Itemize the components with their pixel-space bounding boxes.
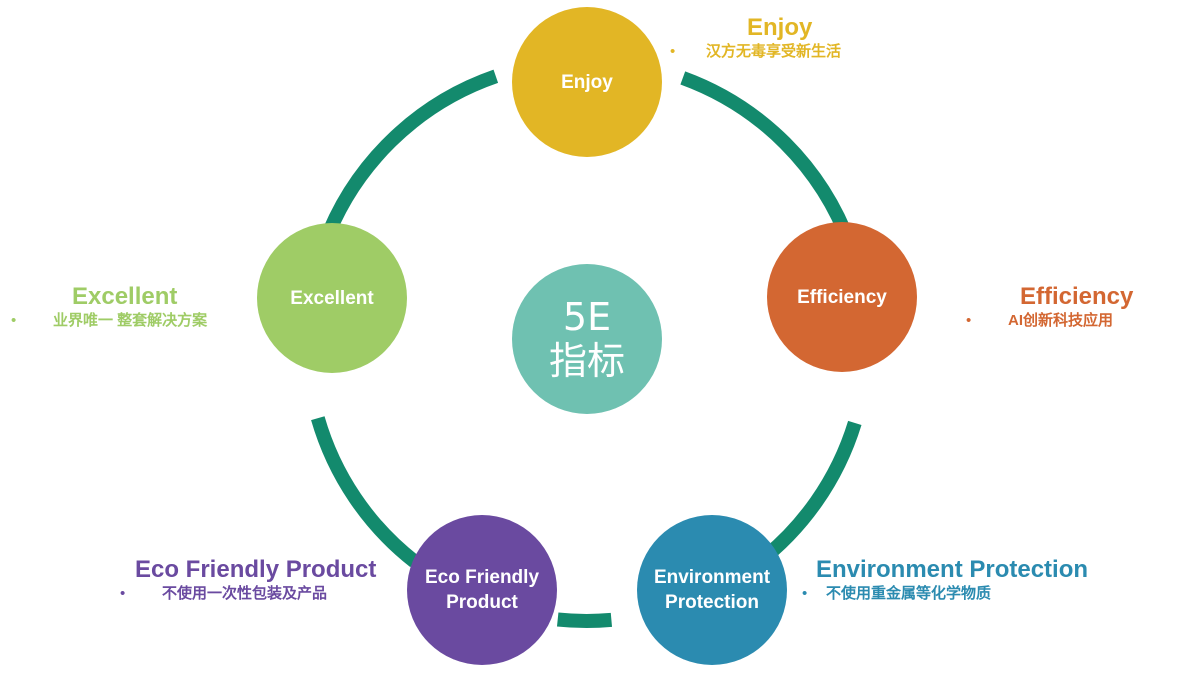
node-environment-line1: Environment [653, 567, 771, 588]
node-environment-protection: Environment Protection [637, 515, 787, 665]
ring-arc-4 [311, 416, 419, 568]
bullet-dot: • [670, 43, 676, 60]
label-eco-title: Eco Friendly Product [135, 556, 377, 583]
bullet-dot: • [966, 312, 972, 329]
node-efficiency-label: Efficiency [797, 286, 887, 308]
node-excellent-label: Excellent [290, 287, 374, 309]
ring-arc-3 [556, 612, 613, 628]
node-eco-line2: Product [446, 592, 518, 613]
bullet-dot: • [802, 585, 808, 602]
label-environment-title: Environment Protection [816, 556, 1089, 583]
label-efficiency-title: Efficiency [1020, 283, 1134, 310]
label-enjoy-desc-row: • 汉方无毒享受新生活 [670, 42, 841, 62]
node-enjoy: Enjoy [512, 7, 662, 157]
label-efficiency-desc-row: • AI创新科技应用 [966, 311, 1133, 331]
label-environment-protection: Environment Protection • 不使用重金属等化学物质 [802, 556, 1088, 604]
center-line2: 指标 [548, 339, 625, 383]
node-eco-line1: Eco Friendly [424, 567, 540, 588]
node-efficiency: Efficiency [767, 222, 917, 372]
bullet-dot: • [11, 312, 17, 329]
label-eco-desc-row: • 不使用一次性包装及产品 [120, 584, 376, 604]
label-enjoy-desc: 汉方无毒享受新生活 [706, 43, 842, 60]
label-eco-friendly-product: Eco Friendly Product • 不使用一次性包装及产品 [120, 556, 376, 604]
center-node-5e: 5E 指标 [512, 264, 662, 414]
center-line1: 5E [562, 295, 612, 339]
bullet-dot: • [120, 585, 126, 602]
node-eco-friendly-product: Eco Friendly Product [407, 515, 557, 665]
label-enjoy-title: Enjoy [747, 14, 813, 41]
node-excellent: Excellent [257, 223, 407, 373]
label-efficiency: Efficiency • AI创新科技应用 [966, 283, 1133, 331]
label-excellent: Excellent • 业界唯一 整套解决方案 [11, 283, 207, 331]
label-eco-desc: 不使用一次性包装及产品 [162, 585, 328, 602]
label-environment-desc: 不使用重金属等化学物质 [826, 585, 992, 602]
node-enjoy-label: Enjoy [561, 71, 613, 93]
label-efficiency-desc: AI创新科技应用 [1008, 312, 1114, 329]
label-excellent-desc: 业界唯一 整套解决方案 [53, 312, 208, 329]
label-enjoy: Enjoy • 汉方无毒享受新生活 [670, 14, 841, 62]
label-excellent-desc-row: • 业界唯一 整套解决方案 [11, 311, 207, 331]
ring-arc-1 [680, 71, 857, 248]
label-excellent-title: Excellent [72, 283, 178, 310]
ring-arc-5 [317, 69, 499, 248]
node-environment-line2: Protection [665, 592, 759, 613]
label-environment-desc-row: • 不使用重金属等化学物质 [802, 584, 1088, 604]
